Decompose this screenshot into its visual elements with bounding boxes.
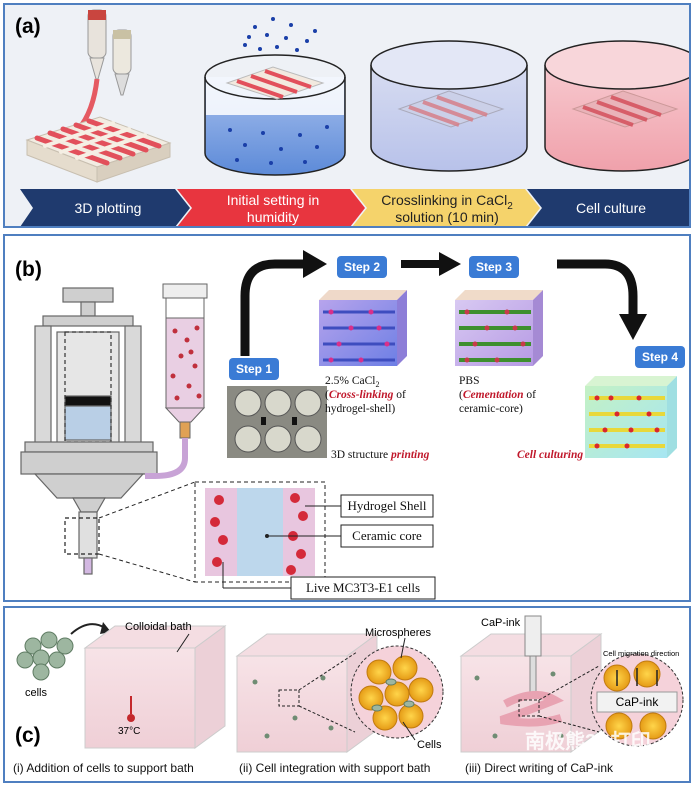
culture-container — [544, 40, 689, 172]
step-2-text-1: 2.5% CaCl2 — [325, 375, 379, 389]
colloidal-bath-box — [83, 625, 227, 749]
step-2-label: Step 2 — [344, 260, 380, 274]
step-2-text-3: hydrogel-shell) — [325, 403, 395, 415]
chevron-3d-plotting — [20, 189, 190, 226]
chevron-initial-setting — [177, 189, 365, 226]
process-chevrons — [20, 189, 689, 226]
step-3-cube — [455, 290, 543, 366]
caption-iii: (iii) Direct writing of CaP-ink — [465, 761, 614, 775]
crosslinking-container — [370, 40, 528, 172]
legend-ceramic-box — [340, 524, 434, 548]
step-4-cube — [585, 376, 677, 458]
panel-c-label: (c) — [15, 724, 41, 747]
cell-syringe — [145, 283, 208, 479]
step-1-text: 3D structure printing — [331, 449, 430, 461]
step-crosslinking-label: Crosslinking in CaCl2 — [381, 192, 513, 212]
humidity-container — [204, 17, 346, 176]
step-4-label: Step 4 — [642, 350, 678, 364]
step-cell-culture-label: Cell culture — [576, 200, 646, 216]
chevron-crosslinking — [352, 189, 540, 226]
zoom-lines — [98, 481, 196, 583]
printed-structure-micrograph — [227, 386, 327, 458]
cell-cluster — [16, 631, 74, 681]
step-4-text: Cell culturing — [517, 449, 583, 461]
panel-c-illustration: cells Colloidal bath 37°C — [13, 615, 684, 775]
legend-hydrogel-box — [340, 494, 434, 518]
cells-zoom-label: Cells — [417, 739, 442, 751]
step-3-text-2: (Cementation of — [459, 389, 536, 401]
microsphere-zoom — [350, 645, 444, 739]
capink-writing-box — [459, 615, 603, 753]
step-crosslinking-label-2: solution (10 min) — [395, 209, 499, 225]
capink-zoom — [590, 653, 684, 747]
step-3-text-3: ceramic-core) — [459, 403, 523, 415]
cells-label: cells — [25, 687, 48, 699]
watermark-text: 南极熊3D打印 — [525, 729, 651, 753]
add-cells-arrow — [70, 623, 106, 635]
migration-label: Cell migration direction — [603, 649, 679, 658]
legend-cells-box — [290, 576, 436, 600]
step-3d-plotting-label: 3D plotting — [75, 200, 142, 216]
step-2-cube — [319, 290, 407, 366]
legend-hydrogel-shell: Hydrogel Shell — [347, 498, 426, 513]
step-2-pill — [337, 256, 387, 278]
caption-i: (i) Addition of cells to support bath — [13, 761, 194, 775]
panel-a-label: (a) — [15, 15, 41, 38]
caption-ii: (ii) Cell integration with support bath — [239, 761, 430, 775]
panel-b-illustration: Hydrogel Shell Ceramic core Live MC3T3-E… — [20, 250, 685, 600]
step-3-text-1: PBS — [459, 375, 479, 387]
step-1-pill — [229, 358, 279, 380]
legend-ceramic-core: Ceramic core — [352, 528, 422, 543]
bioprinter-device — [20, 287, 158, 575]
panel-c: cells Colloidal bath 37°C — [3, 606, 691, 783]
printing-syringes — [73, 9, 132, 135]
workflow-arrows — [240, 250, 647, 356]
chevron-cell-culture — [527, 189, 689, 226]
capink-zoom-label: CaP-ink — [616, 695, 660, 709]
step-3-pill — [469, 256, 519, 278]
microspheres-label: Microspheres — [365, 627, 432, 639]
temperature-label: 37°C — [118, 726, 140, 737]
legend-live-cells: Live MC3T3-E1 cells — [306, 580, 420, 595]
step-4-pill — [635, 346, 685, 368]
step-2-text-2: (Cross-linking of — [325, 389, 406, 401]
panel-b-label: (b) — [15, 258, 42, 281]
step-1-label: Step 1 — [236, 362, 272, 376]
step-3-label: Step 3 — [476, 260, 512, 274]
panel-b: Hydrogel Shell Ceramic core Live MC3T3-E… — [3, 234, 691, 602]
capink-label: CaP-ink — [481, 617, 521, 629]
printed-scaffold — [25, 116, 172, 183]
fiber-cross-section — [194, 481, 341, 589]
colloidal-bath-label: Colloidal bath — [125, 621, 192, 633]
